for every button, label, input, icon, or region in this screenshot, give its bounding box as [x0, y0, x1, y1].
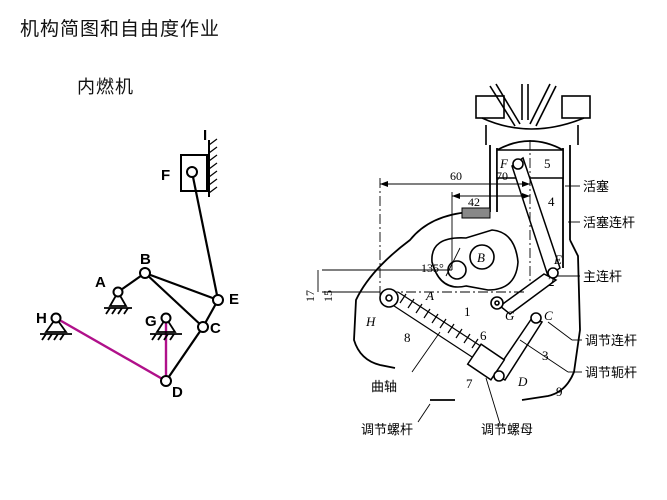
- joint-H: [50, 312, 62, 324]
- link-HD: [55, 316, 167, 383]
- page-subtitle: 内燃机: [77, 77, 134, 98]
- label-C: C: [210, 320, 221, 337]
- label-D: D: [172, 384, 183, 401]
- page-title: 机构简图和自由度作业: [20, 18, 221, 40]
- link-FE: [190, 171, 220, 301]
- label-G: G: [145, 313, 157, 330]
- joint-D: [160, 375, 172, 387]
- joint-B: [139, 267, 151, 279]
- link-BC: [144, 272, 204, 328]
- label-B: B: [140, 251, 151, 268]
- label-A: A: [95, 274, 106, 291]
- label-I: I: [203, 127, 207, 144]
- link-BE: [144, 271, 219, 302]
- link-CD: [165, 326, 204, 382]
- label-H: H: [36, 310, 47, 327]
- ground-pivot-G: [150, 317, 182, 341]
- label-E: E: [229, 291, 239, 308]
- joint-E: [212, 294, 224, 306]
- joint-F: [186, 166, 198, 178]
- ground-pivot-H: [40, 317, 72, 341]
- ground-pivot-A: [104, 291, 132, 315]
- ground-hatch: [208, 138, 218, 194]
- joint-A: [112, 286, 124, 298]
- joint-C: [197, 321, 209, 333]
- joint-G: [160, 312, 172, 324]
- label-F: F: [161, 167, 170, 184]
